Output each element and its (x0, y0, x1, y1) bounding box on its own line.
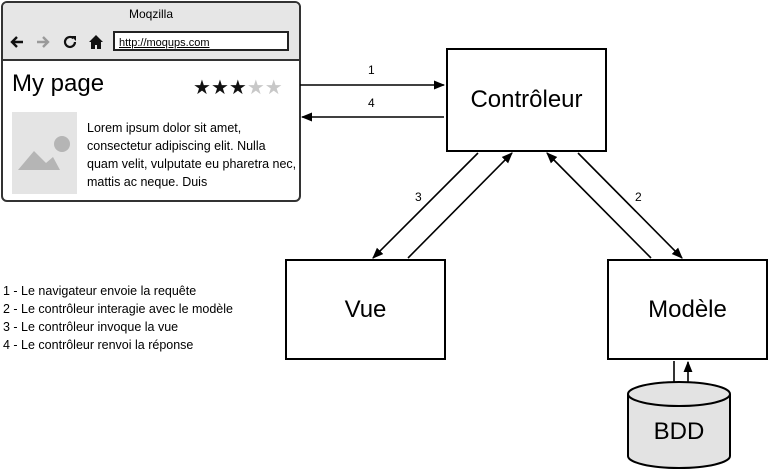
model-box: Modèle (607, 259, 768, 360)
legend-item: 2 - Le contrôleur interagie avec le modè… (3, 302, 233, 316)
back-arrow-icon[interactable] (9, 34, 25, 50)
edge-label-4: 4 (368, 96, 375, 110)
view-box: Vue (285, 259, 446, 360)
model-label: Modèle (648, 295, 727, 323)
star-filled-icon: ★ (228, 77, 247, 99)
edge-label-2: 2 (635, 190, 642, 204)
arrow-controller-to-view (372, 152, 479, 259)
arrow-model-to-controller (546, 152, 652, 259)
legend: 1 - Le navigateur envoie la requête 2 - … (3, 282, 233, 354)
star-empty-icon: ★ (246, 77, 265, 99)
browser-title: Moqzilla (3, 3, 299, 25)
page-title: My page (12, 70, 105, 97)
star-filled-icon: ★ (193, 77, 211, 99)
star-empty-icon: ★ (264, 77, 283, 99)
database-cylinder-icon (627, 381, 731, 469)
star-filled-icon: ★ (210, 77, 229, 99)
controller-label: Contrôleur (470, 86, 583, 113)
url-field[interactable]: http://moqups.com (113, 31, 289, 51)
browser-window: Moqzilla http://moqups.com My page ★★★★★… (1, 1, 301, 202)
edge-label-3: 3 (415, 190, 422, 204)
forward-arrow-icon[interactable] (35, 34, 51, 50)
legend-item: 4 - Le contrôleur renvoi la réponse (3, 338, 194, 352)
legend-item: 3 - Le contrôleur invoque la vue (3, 320, 179, 334)
arrow-view-to-controller (407, 152, 513, 259)
browser-navbar: http://moqups.com (3, 25, 299, 61)
page-body-text: Lorem ipsum dolor sit amet, consectetur … (87, 121, 297, 189)
legend-item: 1 - Le navigateur envoie la requête (3, 284, 197, 298)
database-label: BDD (653, 418, 705, 445)
view-label: Vue (344, 295, 387, 323)
reload-icon[interactable] (62, 34, 78, 50)
controller-box: Contrôleur (446, 48, 607, 152)
home-icon[interactable] (88, 34, 104, 50)
image-placeholder-icon (12, 112, 77, 194)
star-rating: ★★★★★ (193, 77, 283, 99)
edge-label-1: 1 (368, 63, 375, 77)
arrow-controller-to-model (577, 152, 683, 259)
